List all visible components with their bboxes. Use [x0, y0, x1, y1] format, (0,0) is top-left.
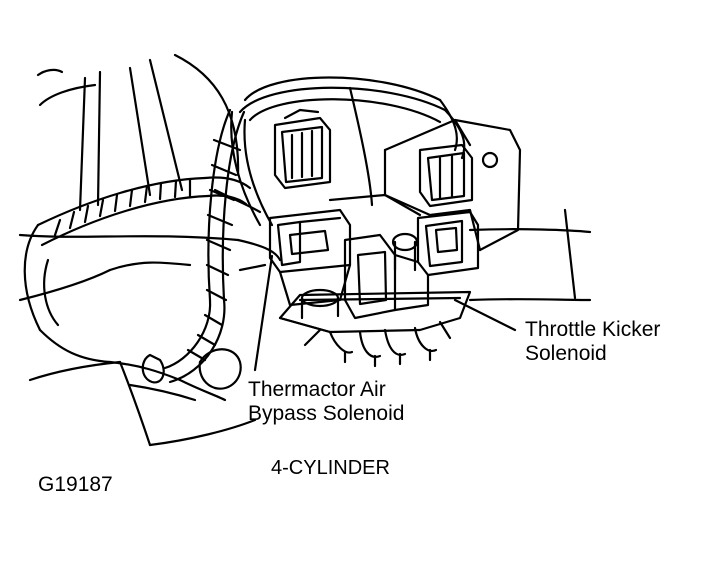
- label-thermactor-line1: Thermactor Air: [248, 378, 386, 401]
- figure-caption: 4-CYLINDER: [271, 457, 390, 479]
- label-thermactor-line2: Bypass Solenoid: [248, 402, 405, 425]
- cable-loop: [230, 76, 466, 227]
- wiring-harness-vertical: [141, 108, 246, 390]
- leader-line-thermactor: [253, 254, 274, 372]
- mounting-bracket: [328, 118, 522, 252]
- label-throttle-kicker-solenoid: Throttle Kicker Solenoid: [525, 318, 660, 366]
- wiring-harness-left: [23, 176, 252, 402]
- leader-lines: [253, 254, 517, 372]
- label-thermactor-air-bypass-solenoid: Thermactor Air Bypass Solenoid: [248, 378, 404, 426]
- electrical-connector-right: [418, 143, 474, 208]
- figure-id: G19187: [38, 473, 113, 496]
- engine-background-lines: [18, 53, 592, 447]
- label-throttle-kicker-line1: Throttle Kicker: [525, 318, 661, 341]
- throttle-kicker-solenoid: [391, 210, 480, 277]
- thermactor-air-bypass-solenoid: [268, 208, 352, 320]
- leader-line-throttle-kicker: [453, 298, 517, 332]
- base-plate: [278, 290, 472, 368]
- electrical-connector-center: [273, 108, 332, 190]
- label-throttle-kicker-line2: Solenoid: [525, 342, 607, 365]
